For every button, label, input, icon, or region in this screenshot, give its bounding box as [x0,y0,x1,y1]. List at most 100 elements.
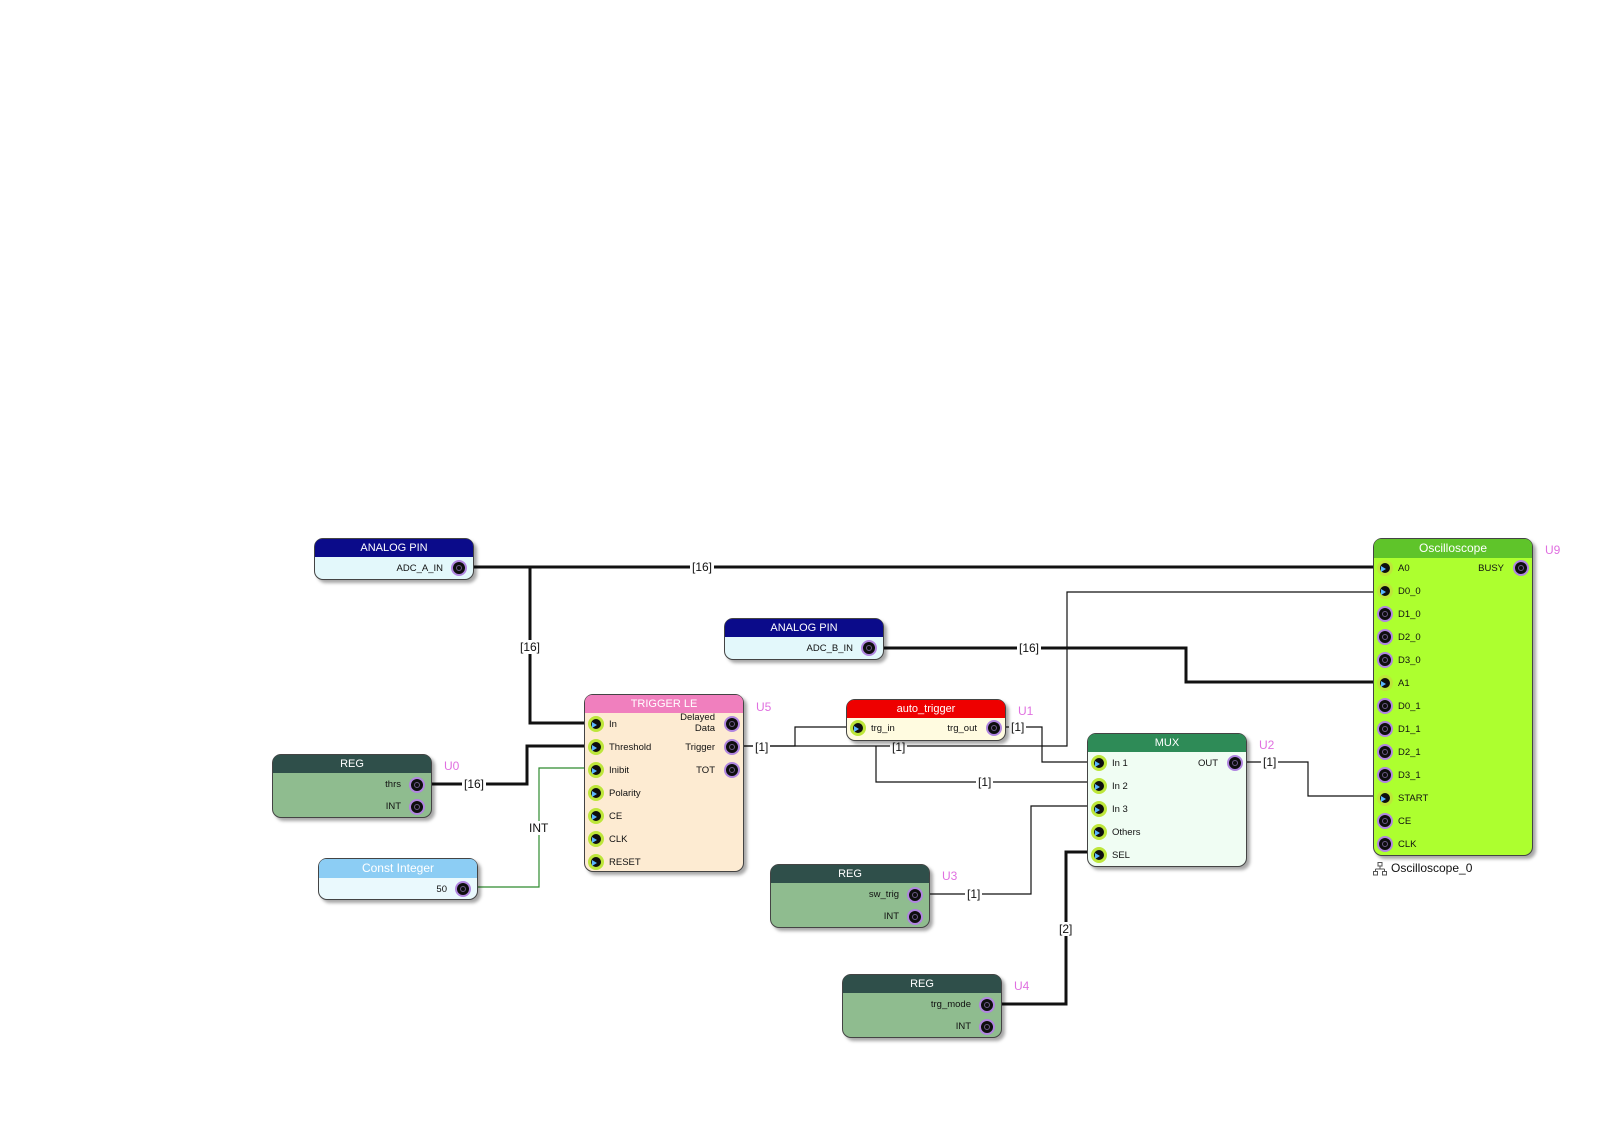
port-label-ce: CE [1398,816,1412,827]
input-port-ce[interactable] [588,808,604,824]
output-port-int[interactable] [907,909,923,925]
input-port-d1-0[interactable] [1377,606,1393,622]
port-label-in: In [609,719,617,730]
block-title: ANALOG PIN [315,539,473,557]
wire-trigger-to-mux-in2 [875,746,1097,783]
port-label-out: OUT [1197,758,1218,769]
const-integer-block[interactable]: Const Integer 50 [318,858,478,900]
output-port-adc-a-in[interactable] [451,560,467,576]
port-label-trg-out: trg_out [947,723,977,734]
input-port-d0-0[interactable] [1377,583,1393,599]
auto-trigger-block[interactable]: auto_trigger trg_in trg_out [846,699,1006,741]
port-label-in1: In 1 [1112,758,1128,769]
port-label-start: START [1398,793,1429,804]
input-port-threshold[interactable] [588,739,604,755]
input-port-d2-0[interactable] [1377,629,1393,645]
port-label-d2-1: D2_1 [1398,747,1421,758]
wire-label-in2: [1] [976,775,994,789]
reg-u3-block[interactable]: REG sw_trig INT [770,864,930,928]
unit-label-u3: U3 [942,869,958,883]
output-port-out[interactable] [1227,755,1243,771]
input-port-d1-1[interactable] [1377,721,1393,737]
wire-label-sw-trig: [1] [965,887,983,901]
input-port-d3-0[interactable] [1377,652,1393,668]
input-port-a0[interactable] [1377,560,1393,576]
input-port-others[interactable] [1091,824,1107,840]
output-port-trigger[interactable] [724,739,740,755]
port-label-in3: In 3 [1112,804,1128,815]
bus-trgmode-to-sel [987,850,1097,1006]
reg-u4-block[interactable]: REG trg_mode INT [842,974,1002,1038]
input-port-d3-1[interactable] [1377,767,1393,783]
input-port-in[interactable] [588,716,604,732]
port-label-sel: SEL [1112,850,1130,861]
instance-name-oscilloscope: Oscilloscope_0 [1391,861,1473,875]
wire-label-adc-b-bus: [16] [1017,641,1042,655]
port-label-int: INT [385,801,401,812]
port-label-ce: CE [609,811,623,822]
block-title: Const Integer [319,859,477,878]
port-label-d0-0: D0_0 [1398,586,1421,597]
output-port-int[interactable] [979,1019,995,1035]
input-port-start[interactable] [1377,790,1393,806]
port-label-d2-0: D2_0 [1398,632,1421,643]
unit-label-u9: U9 [1545,543,1561,557]
output-port-trg-out[interactable] [986,720,1002,736]
wire-label-adc-a-bus: [16] [690,560,715,574]
port-label-clk: CLK [1398,839,1417,850]
input-port-trg-in[interactable] [850,720,866,736]
port-label-reset: RESET [609,857,641,868]
trigger-le-block[interactable]: TRIGGER LE In Threshold Inibit Polarity … [584,694,744,872]
output-port-int[interactable] [409,799,425,815]
port-label-thrs: thrs [385,779,401,790]
port-label-d3-1: D3_1 [1398,770,1421,781]
input-port-a1[interactable] [1377,675,1393,691]
bus-adc-a-to-trigger-in [528,567,595,725]
input-port-in2[interactable] [1091,778,1107,794]
block-title: REG [771,865,929,883]
wire-label-mux-out: [1] [1261,755,1279,769]
port-label-clk: CLK [609,834,628,845]
output-port-busy[interactable] [1513,560,1529,576]
block-title: ANALOG PIN [725,619,883,637]
port-label-inibit: Inibit [609,765,630,776]
port-label-d3-0: D3_0 [1398,655,1421,666]
port-label-int: INT [955,1021,971,1032]
block-title: auto_trigger [847,700,1005,718]
oscilloscope-block[interactable]: Oscilloscope A0 D0_0 D1_0 D2_0 D3_0 A1 D… [1373,538,1533,856]
mux-block[interactable]: MUX In 1 In 2 In 3 Others SEL OUT [1087,733,1247,867]
reg-u0-block[interactable]: REG thrs INT [272,754,432,818]
bus-adc-b-to-scope-a1 [873,646,1383,684]
analog-pin-a-block[interactable]: ANALOG PIN ADC_A_IN [314,538,474,580]
input-port-in1[interactable] [1091,755,1107,771]
input-port-in3[interactable] [1091,801,1107,817]
output-port-trg-mode[interactable] [979,997,995,1013]
input-port-clk[interactable] [588,831,604,847]
output-port-thrs[interactable] [409,777,425,793]
output-port-adc-b-in[interactable] [861,640,877,656]
output-port-sw-trig[interactable] [907,887,923,903]
input-port-reset[interactable] [588,854,604,870]
wire-label-thrs-bus: [16] [462,777,487,791]
unit-label-u0: U0 [444,759,460,773]
input-port-inibit[interactable] [588,762,604,778]
analog-pin-b-block[interactable]: ANALOG PIN ADC_B_IN [724,618,884,660]
port-label-d0-1: D0_1 [1398,701,1421,712]
input-port-ce[interactable] [1377,813,1393,829]
input-port-d2-1[interactable] [1377,744,1393,760]
output-port-tot[interactable] [724,762,740,778]
port-label-busy: BUSY [1478,563,1504,574]
port-label-int: INT [883,911,899,922]
unit-label-u5: U5 [756,700,772,714]
input-port-sel[interactable] [1091,847,1107,863]
input-port-clk[interactable] [1377,836,1393,852]
input-port-polarity[interactable] [588,785,604,801]
output-port-const-value[interactable] [455,881,471,897]
port-label-d1-0: D1_0 [1398,609,1421,620]
hierarchy-icon [1373,862,1387,876]
output-port-delayed-data[interactable] [724,716,740,732]
input-port-d0-1[interactable] [1377,698,1393,714]
port-label-sw-trig: sw_trig [868,889,899,900]
port-label-trg-in: trg_in [871,723,895,734]
